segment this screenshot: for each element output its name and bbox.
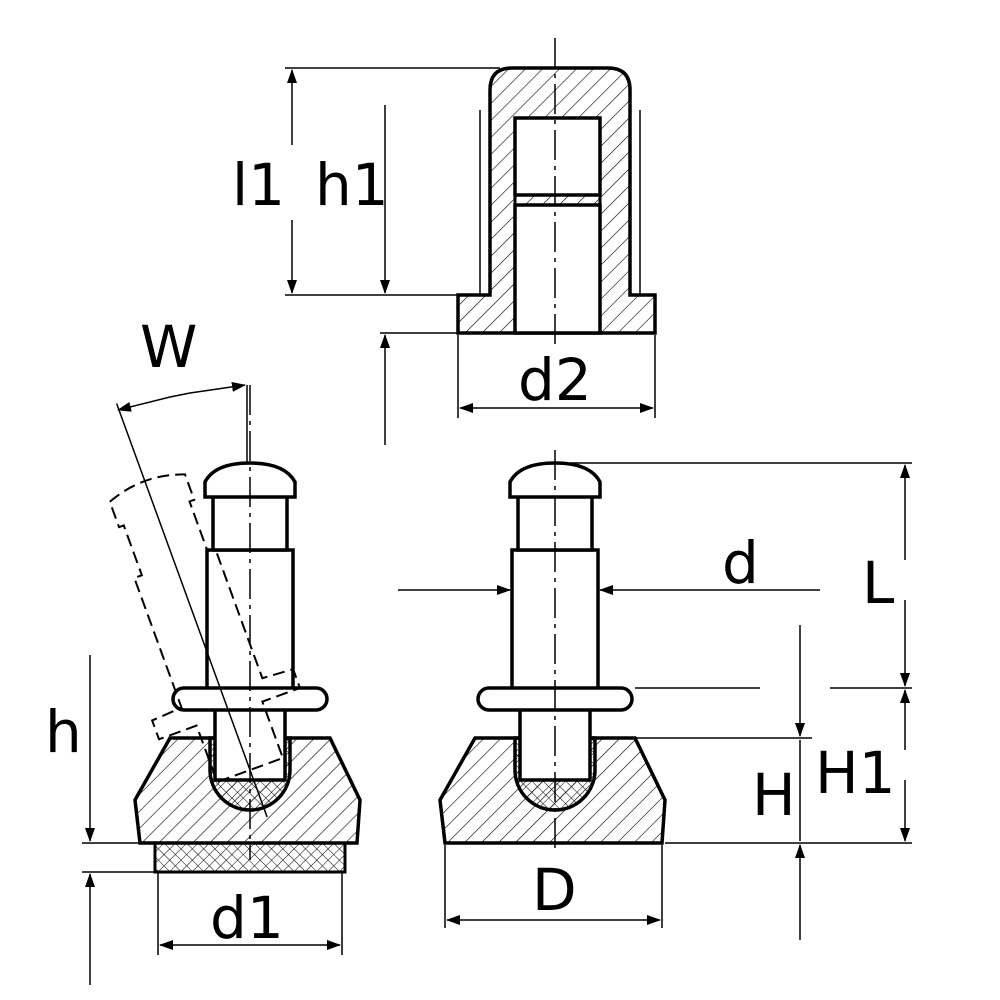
- label-d2: d2: [518, 346, 592, 414]
- label-H: H: [752, 761, 796, 829]
- label-d: d: [722, 529, 759, 597]
- left-foot-dimensions: [82, 381, 343, 985]
- label-d1: d1: [210, 884, 284, 952]
- label-W: W: [140, 313, 197, 381]
- label-h: h: [45, 698, 82, 766]
- label-h1: h1: [315, 151, 389, 219]
- cap-section: [456, 38, 657, 345]
- label-L: L: [862, 549, 894, 617]
- cap-dimensions: [285, 67, 656, 445]
- label-H1: H1: [815, 739, 896, 807]
- label-D: D: [532, 856, 577, 924]
- right-foot-dimensions: [398, 462, 912, 940]
- left-foot: [108, 385, 362, 874]
- label-l1: l1: [232, 151, 285, 219]
- right-foot: [438, 450, 667, 850]
